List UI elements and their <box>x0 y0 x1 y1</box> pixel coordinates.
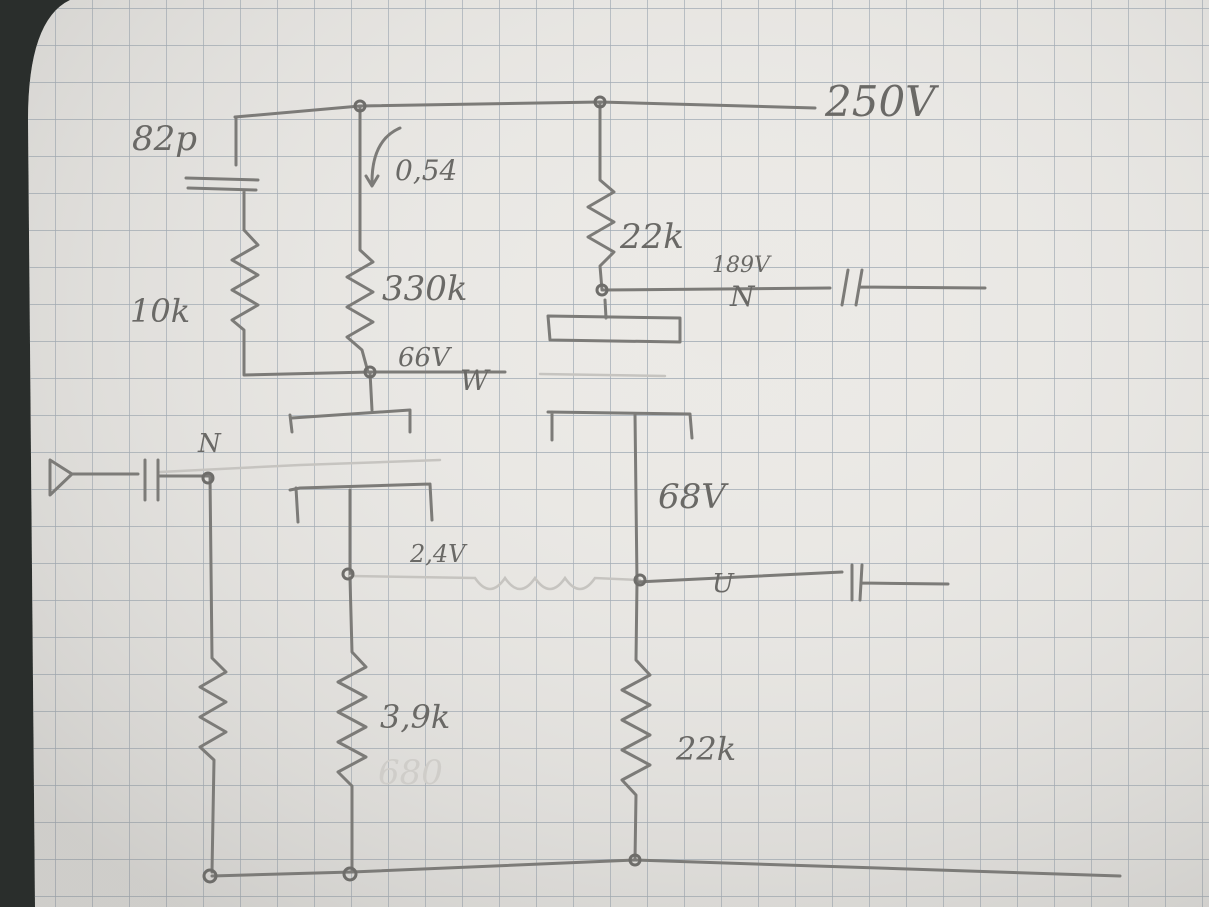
paper-shade <box>28 0 1209 907</box>
input-terminal <box>48 458 212 502</box>
label-189v: 189V <box>712 253 772 278</box>
resistor-22k-bottom <box>620 580 652 862</box>
cathode-link <box>348 574 642 591</box>
node-cathode1 <box>341 567 355 581</box>
node-cathode2 <box>633 573 647 587</box>
node-supply-1 <box>353 99 367 113</box>
tube2-cathode <box>546 410 694 584</box>
node-ground-3 <box>628 853 642 867</box>
label-current: 0,54 <box>395 154 457 187</box>
node-ground-2 <box>342 866 358 882</box>
label-3-9k: 3,9k <box>380 698 450 736</box>
resistor-3-9k <box>336 576 368 874</box>
resistor-10k <box>230 228 372 377</box>
node-input <box>201 471 215 485</box>
mark-u-grid1: W <box>460 364 491 397</box>
tube1-cathode <box>288 482 434 524</box>
label-supply: 250V <box>824 77 939 126</box>
label-22k-bottom: 22k <box>675 730 736 768</box>
tube1-anode <box>288 408 412 434</box>
label-330k: 330k <box>382 269 468 309</box>
resistor-330k <box>345 104 375 374</box>
current-arrow <box>364 126 402 188</box>
output1-cap <box>840 268 987 307</box>
label-10k: 10k <box>130 292 190 330</box>
capacitor-82p <box>184 115 260 232</box>
resistor-22k-top <box>586 100 832 292</box>
node-supply-2 <box>593 95 607 109</box>
label-680: 680 <box>378 753 443 793</box>
node-grid1 <box>363 365 377 379</box>
label-68v: 68V <box>658 477 729 517</box>
supply-rail-wire <box>233 100 817 119</box>
label-2v: 2,4V <box>409 540 468 568</box>
mark-u-output2: U <box>712 569 735 599</box>
node-anode2 <box>595 283 609 297</box>
output2-line <box>635 563 950 602</box>
label-82p: 82p <box>132 119 197 159</box>
node-ground-1 <box>202 868 218 884</box>
tube2-grid <box>538 372 667 378</box>
tube1-grid <box>158 458 442 474</box>
label-22k-top: 22k <box>619 217 684 257</box>
mark-n-output1: N <box>729 280 756 313</box>
grid-resistor <box>198 474 228 874</box>
mark-n-input: N <box>197 429 222 459</box>
label-66v: 66V <box>398 343 452 373</box>
tube2-anode <box>546 298 682 344</box>
ground-rail-wire <box>210 858 1122 878</box>
